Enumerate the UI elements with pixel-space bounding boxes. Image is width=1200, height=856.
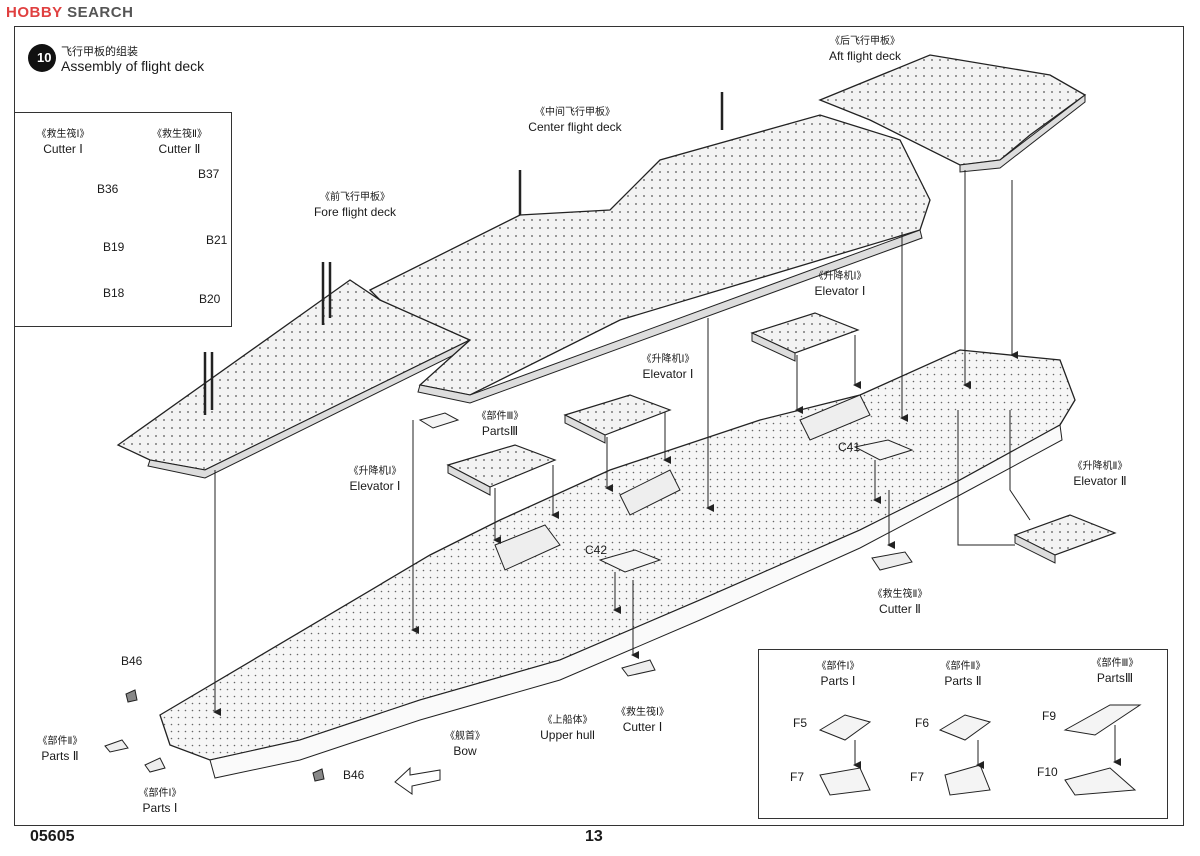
part-b46-top: B46 xyxy=(121,654,143,668)
part-b21: B21 xyxy=(206,233,228,247)
bow-label: 《舰首》Bow xyxy=(445,731,485,758)
parts1-label: 《部件Ⅰ》Parts Ⅰ xyxy=(138,788,182,815)
center-flight-deck-label: 《中间飞行甲板》Center flight deck xyxy=(528,107,622,134)
parts-inset xyxy=(758,649,1168,819)
elevator-1a-label: 《升降机Ⅰ》Elevator Ⅰ xyxy=(348,466,402,493)
part-b37: B37 xyxy=(198,167,220,181)
part-b20: B20 xyxy=(199,292,221,306)
elevator-1b-label: 《升降机Ⅰ》Elevator Ⅰ xyxy=(641,354,695,381)
part-c41: C41 xyxy=(838,440,861,454)
part-b46-bottom: B46 xyxy=(343,768,365,782)
parts2-label: 《部件Ⅱ》Parts Ⅱ xyxy=(37,736,83,763)
step-number: 10 xyxy=(37,50,52,65)
aft-flight-deck-label: 《后飞行甲板》Aft flight deck xyxy=(828,36,902,63)
right-inset-drawings xyxy=(818,704,1142,796)
inset-parts3-label: 《部件Ⅲ》PartsⅢ xyxy=(1091,658,1139,685)
part-f7-b: F7 xyxy=(910,770,925,784)
inset-parts1-label: 《部件Ⅰ》Parts Ⅰ xyxy=(816,661,860,688)
part-f10: F10 xyxy=(1037,765,1058,779)
fore-flight-deck-label: 《前飞行甲板》Fore flight deck xyxy=(313,192,397,219)
part-b18: B18 xyxy=(103,286,125,300)
parts2-piece xyxy=(104,739,129,753)
page-number: 13 xyxy=(585,828,603,845)
b46-bottom xyxy=(312,768,325,782)
elevator-2-label: 《升降机Ⅱ》Elevator Ⅱ xyxy=(1072,461,1128,488)
b46-top xyxy=(125,689,138,703)
watermark-search: SEARCH xyxy=(67,4,134,21)
bow-direction-arrow xyxy=(394,766,441,795)
part-f6: F6 xyxy=(915,716,930,730)
step-title-en: Assembly of flight deck xyxy=(61,58,205,74)
parts1-piece xyxy=(144,757,166,773)
part-f9: F9 xyxy=(1042,709,1057,723)
inset-cutter1-label: 《救生筏Ⅰ》Cutter Ⅰ xyxy=(36,129,90,156)
parts3-piece xyxy=(418,412,460,429)
parts3-label: 《部件Ⅲ》PartsⅢ xyxy=(476,411,524,438)
cutter1-boat xyxy=(621,659,656,677)
page-frame xyxy=(14,26,1184,826)
watermark-brand: HOBBY xyxy=(6,4,63,21)
inset-parts2-label: 《部件Ⅱ》Parts Ⅱ xyxy=(940,661,986,688)
cutter-inset xyxy=(14,112,232,327)
center-flight-deck xyxy=(368,114,931,396)
inset-cutter2-label: 《救生筏Ⅱ》Cutter Ⅱ xyxy=(152,129,207,156)
cutter2-label: 《救生筏Ⅱ》Cutter Ⅱ xyxy=(872,589,928,616)
hull-side xyxy=(209,424,1063,779)
part-b36: B36 xyxy=(97,182,119,196)
step-number-circle xyxy=(28,44,56,72)
part-f7-a: F7 xyxy=(790,770,805,784)
cutter2-boat xyxy=(871,551,913,571)
c42-plate xyxy=(598,549,662,573)
elevator-1c-label: 《升降机Ⅰ》Elevator Ⅰ xyxy=(813,271,867,298)
product-code: 05605 xyxy=(30,828,75,845)
watermark: HOBBY SEARCH xyxy=(6,4,133,21)
step-title-cn: 飞行甲板的组装 xyxy=(61,46,138,58)
cutter1-label: 《救生筏Ⅰ》Cutter Ⅰ xyxy=(616,707,669,734)
c41-plate xyxy=(853,439,914,461)
hangar-openings xyxy=(494,394,871,571)
part-c42: C42 xyxy=(585,543,608,557)
part-f5: F5 xyxy=(793,716,808,730)
part-b19: B19 xyxy=(103,240,125,254)
upper-hull-label: 《上船体》Upper hull xyxy=(540,715,595,742)
aft-flight-deck xyxy=(818,54,1087,166)
